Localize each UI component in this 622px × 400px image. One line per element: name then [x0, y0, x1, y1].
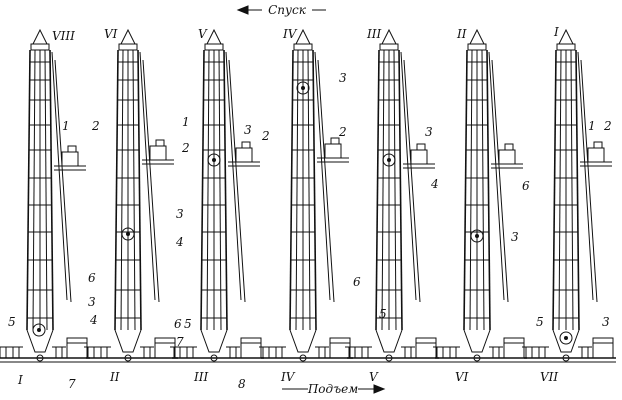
stage-3-top-numeral: V — [198, 27, 208, 41]
stage-7-bottom-numeral: VII — [540, 370, 558, 384]
stage-7-callout-6: 6 — [522, 179, 530, 193]
stage-4-top-numeral: IV — [282, 27, 298, 41]
stage-2-callout-6: 6 — [174, 317, 182, 331]
stage-6-top-numeral: II — [456, 27, 467, 41]
stage-1-callout-5: 5 — [8, 315, 16, 329]
stage-1-bottom-numeral: I — [17, 373, 23, 387]
stage-2-top-numeral: VI — [104, 27, 118, 41]
stage-4-callout-2: 2 — [338, 125, 347, 139]
stage-7-callout-1: 1 — [588, 119, 596, 133]
stage-3-callout-8: 8 — [238, 377, 246, 391]
stage-5-callout-5: 5 — [379, 307, 387, 321]
stage-5-callout-6: 6 — [353, 275, 361, 289]
stage-5-bottom-numeral: V — [369, 370, 379, 384]
stage-2-callout-1: 1 — [182, 115, 190, 129]
stage-1-top-numeral: VIII — [52, 29, 75, 43]
stage-5-callout-4: 4 — [430, 177, 439, 191]
stage-6-bottom-numeral: VI — [455, 370, 469, 384]
stage-1-callout-7: 7 — [68, 377, 76, 391]
stage-6: II VI 3 — [432, 27, 528, 384]
stage-2-callout-7: 7 — [176, 335, 184, 349]
stage-1-callout-1: 1 — [62, 119, 70, 133]
descent-direction: Спуск — [236, 1, 326, 17]
stage-2: VI II 1 2 3 4 6 7 — [83, 27, 190, 384]
ascent-label: Подъем — [307, 382, 358, 396]
stage-2-callout-3: 3 — [176, 207, 184, 221]
stage-3-callout-5: 5 — [184, 317, 192, 331]
stage-7-callout-2: 2 — [603, 119, 612, 133]
stage-7-callout-3: 3 — [602, 315, 610, 329]
stage-1-callout-3: 3 — [88, 295, 96, 309]
stage-1-callout-6: 6 — [88, 271, 96, 285]
stage-5-top-numeral: III — [366, 27, 381, 41]
stage-4: IV IV 2 3 — [258, 27, 354, 384]
stage-2-callout-4: 4 — [175, 235, 184, 249]
stage-6-callout-3: 3 — [511, 230, 519, 244]
stage-1-callout-2: 2 — [91, 119, 100, 133]
ascent-direction: Подъем — [282, 380, 386, 396]
stage-3-callout-3: 3 — [244, 123, 252, 137]
stage-4-bottom-numeral: IV — [280, 370, 296, 384]
stage-5-callout-3: 3 — [425, 125, 433, 139]
stage-3-bottom-numeral: III — [193, 370, 208, 384]
stage-1: VIII I 1 2 3 4 5 6 7 — [0, 29, 100, 391]
stage-5: III V 3 4 5 6 — [344, 27, 440, 384]
stage-3-callout-2: 2 — [261, 129, 270, 143]
descent-label: Спуск — [268, 3, 307, 17]
stage-2-callout-2: 2 — [181, 141, 190, 155]
stage-7: I VII 1 2 3 5 6 — [521, 25, 617, 384]
stage-1-callout-4: 4 — [89, 313, 98, 327]
stage-4-callout-3: 3 — [339, 71, 347, 85]
stage-3: V III 2 3 5 8 — [169, 27, 270, 391]
stage-2-bottom-numeral: II — [109, 370, 120, 384]
stage-7-callout-5: 5 — [536, 315, 544, 329]
stage-7-top-numeral: I — [553, 25, 559, 39]
